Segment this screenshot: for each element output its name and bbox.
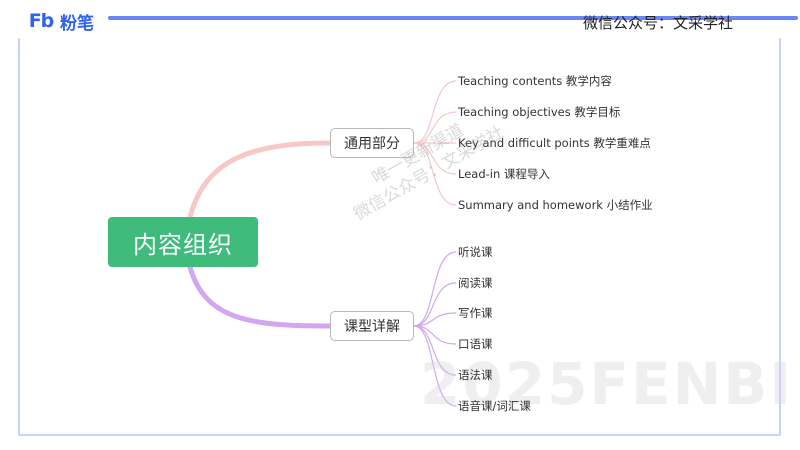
- leaf-lesson-6: 语音课/词汇课: [458, 399, 531, 413]
- leaf-lesson-3: 写作课: [458, 306, 493, 320]
- leaf-general-5: Summary and homework 小结作业: [458, 198, 653, 212]
- brand-logo: Fb 粉笔: [24, 8, 94, 34]
- leaf-links-branch-1: [413, 80, 457, 206]
- leaf-lesson-4: 口语课: [458, 337, 493, 351]
- leaf-link-general-1: [413, 80, 457, 144]
- leaf-lesson-5: 语法课: [458, 368, 493, 382]
- leaf-link-general-2: [413, 111, 457, 144]
- link-root-branch-2: [187, 264, 333, 329]
- leaf-link-lesson-2: [413, 282, 457, 327]
- leaf-link-lesson-5: [413, 325, 457, 376]
- slide-frame: [18, 38, 781, 436]
- leaf-lesson-2: 阅读课: [458, 276, 493, 290]
- leaf-general-1: Teaching contents 教学内容: [458, 74, 612, 88]
- leaf-link-general-4: [413, 142, 457, 175]
- header-bar: [108, 16, 798, 20]
- brand-name: 粉笔: [60, 13, 94, 34]
- leaf-link-lesson-1: [413, 251, 457, 327]
- leaf-link-lesson-6: [413, 325, 457, 407]
- leaf-lesson-1: 听说课: [458, 245, 493, 259]
- leaf-general-2: Teaching objectives 教学目标: [458, 105, 621, 119]
- leaf-general-4: Lead-in 课程导入: [458, 167, 550, 181]
- link-root-branch-1: [187, 140, 333, 220]
- leaf-general-3: Key and difficult points 教学重难点: [458, 136, 651, 150]
- leaf-links-branch-2: [413, 251, 457, 407]
- root-node: 内容组织: [108, 217, 258, 267]
- leaf-link-lesson-3: [413, 312, 457, 327]
- leaf-link-general-5: [413, 142, 457, 206]
- branch-node-general: 通用部分: [330, 128, 414, 158]
- branch-node-lesson-types: 课型详解: [330, 311, 414, 341]
- fenbi-logo-icon: Fb: [28, 10, 55, 32]
- wechat-account-label: 微信公众号：文采学社: [583, 14, 734, 32]
